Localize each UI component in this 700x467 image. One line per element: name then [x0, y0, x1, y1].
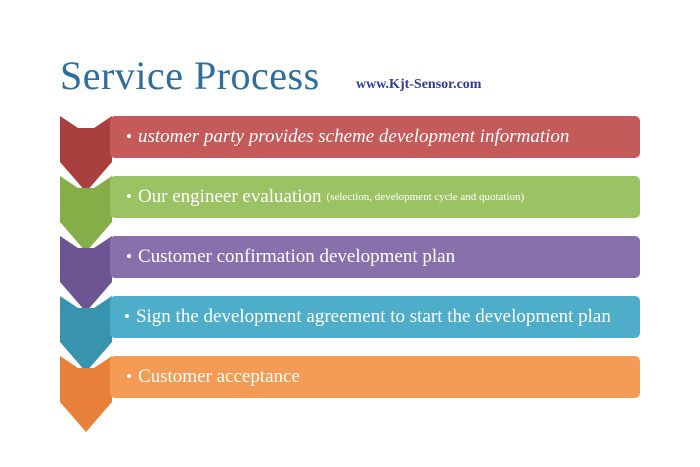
step-4-label: Sign the development agreement to start …	[135, 306, 611, 327]
step-2-bar: • Our engineer evaluation (selection, de…	[110, 176, 640, 218]
step-2-label: Our engineer evaluation	[137, 186, 322, 207]
page-title: Service Process	[60, 53, 320, 98]
step-2-note: (selection, development cycle and quotat…	[326, 191, 525, 203]
step-5-bar: • Customer acceptance	[110, 356, 640, 398]
step-4-chevron	[60, 296, 112, 372]
step-5-bullet: •	[126, 367, 132, 386]
step-3-bullet: •	[126, 247, 132, 266]
step-3-bar: • Customer confirmation development plan	[110, 236, 640, 278]
step-2-bullet: •	[126, 187, 132, 206]
step-5-label: Customer acceptance	[137, 366, 300, 387]
step-4-bullet: •	[124, 307, 130, 326]
step-1-bullet: •	[126, 127, 132, 146]
step-1-label: ustomer party provides scheme developmen…	[137, 126, 570, 147]
step-1-bar: • ustomer party provides scheme developm…	[110, 116, 640, 158]
step-2-chevron	[60, 176, 112, 252]
step-5-chevron	[60, 356, 112, 432]
website-link[interactable]: www.Kjt-Sensor.com	[356, 77, 482, 92]
step-3-chevron	[60, 236, 112, 312]
step-1-chevron	[60, 116, 112, 192]
step-3-label: Customer confirmation development plan	[137, 246, 456, 267]
step-4-bar: • Sign the development agreement to star…	[110, 296, 640, 338]
